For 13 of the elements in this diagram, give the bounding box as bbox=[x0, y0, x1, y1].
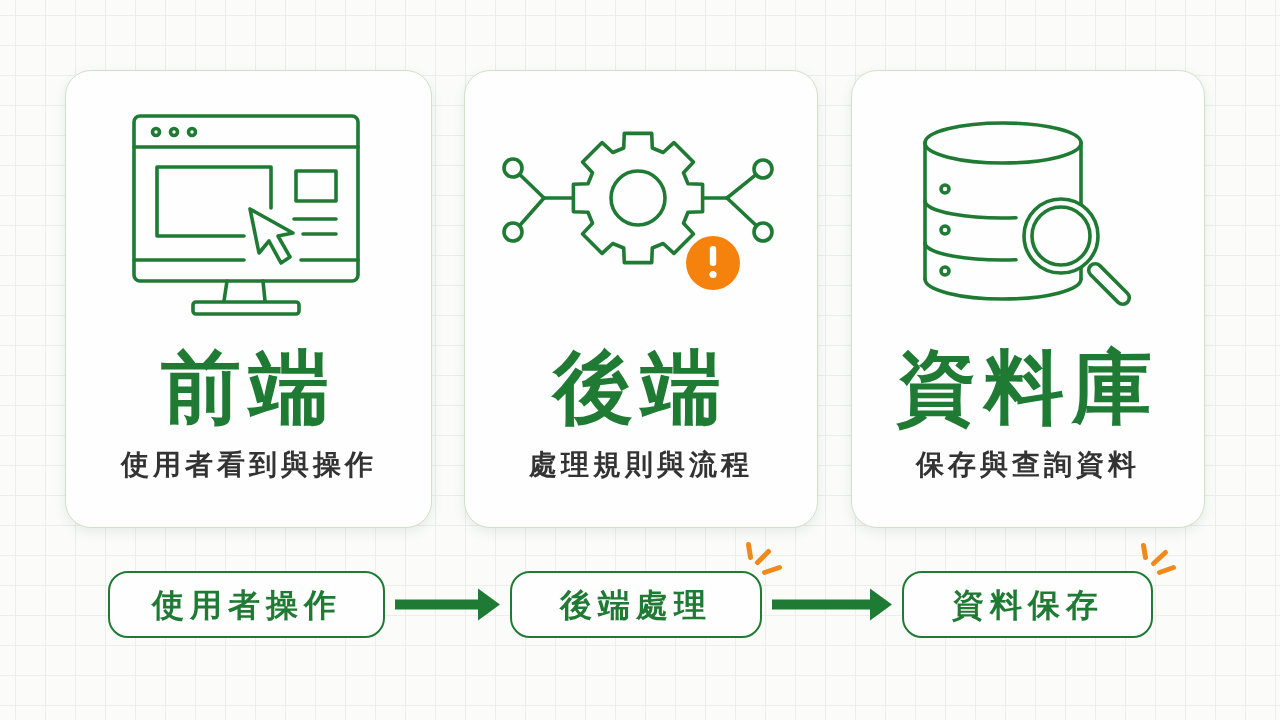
process-box: 後端處理 bbox=[510, 571, 762, 638]
arrow bbox=[395, 588, 500, 621]
card-title: 前端 bbox=[160, 348, 337, 428]
card bbox=[464, 70, 818, 528]
card bbox=[851, 70, 1205, 528]
process-box: 資料保存 bbox=[902, 571, 1153, 638]
card-subtitle: 使用者看到與操作 bbox=[120, 449, 377, 481]
card-title: 後端 bbox=[553, 348, 729, 428]
card-subtitle: 處理規則與流程 bbox=[529, 449, 753, 481]
card-subtitle: 保存與查詢資料 bbox=[916, 449, 1140, 481]
card bbox=[65, 70, 432, 528]
arrow bbox=[772, 588, 892, 621]
process-box: 使用者操作 bbox=[108, 571, 385, 638]
